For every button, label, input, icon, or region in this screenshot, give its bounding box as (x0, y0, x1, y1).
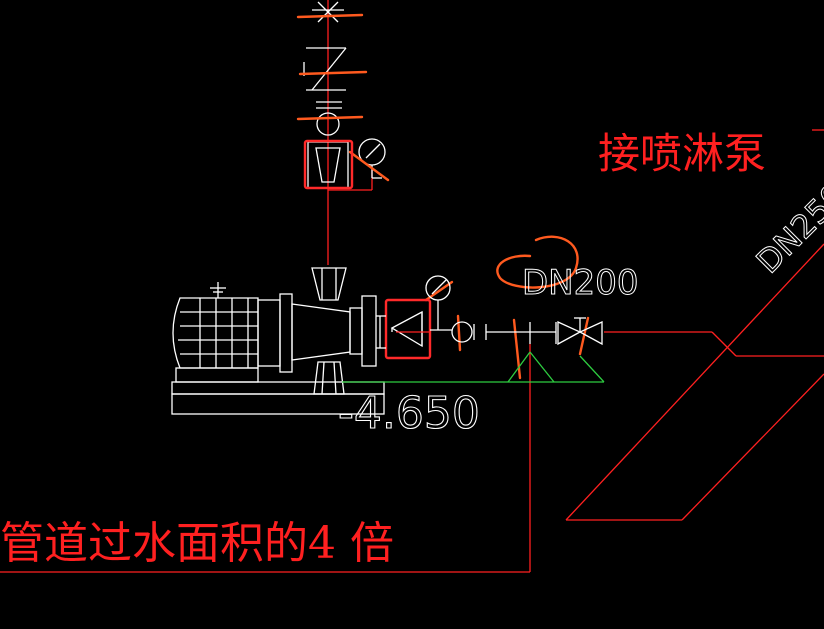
highlight-boxes (303, 139, 432, 360)
top-fittings (303, 1, 349, 189)
note-label: 管道过水面积的4 倍 (0, 518, 394, 569)
pipe-size-diag-label: DN250 (749, 176, 824, 280)
ground-line (342, 351, 605, 383)
pressure-gauge-upper (358, 138, 386, 179)
pipe-size-main-label: DN200 (522, 263, 639, 303)
pump-assembly (171, 267, 423, 415)
elevation-label: -4.650 (338, 388, 480, 439)
pressure-gauge-lower (425, 275, 451, 330)
suction-pipe (0, 129, 824, 573)
spray-pump-label: 接喷淋泵 (598, 129, 766, 178)
markup-strokes (296, 13, 590, 380)
suction-line (430, 317, 603, 346)
